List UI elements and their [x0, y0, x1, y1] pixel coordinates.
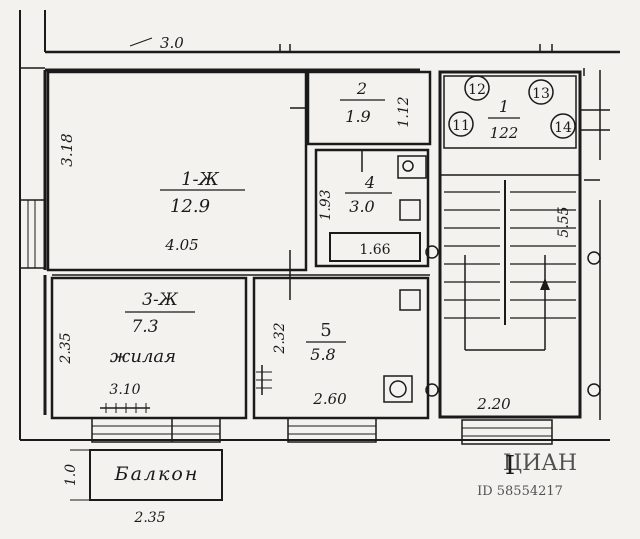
room-4-id: 4 [364, 173, 375, 192]
room-1 [46, 70, 308, 272]
balcony-label: Балкон [114, 463, 200, 485]
bottom-windows [91, 417, 553, 445]
stove-fixture [383, 375, 413, 403]
marker-12: 12 [468, 82, 486, 98]
room-3-height: 2.35 [58, 332, 74, 364]
room-2-id: 2 [356, 79, 367, 98]
stair-area: 122 [490, 124, 519, 142]
watermark-logo: ЦИАН [503, 451, 577, 476]
toilet-fixture [399, 199, 421, 221]
balcony-depth: 1.0 [63, 464, 79, 486]
balcony [70, 449, 223, 501]
room-4-width: 1.66 [359, 242, 390, 258]
stairwell [425, 68, 610, 420]
room-1-width: 4.05 [164, 236, 198, 254]
marker-13: 13 [532, 86, 550, 102]
sink-fixture [397, 155, 427, 179]
room-5-width: 2.60 [312, 390, 347, 408]
balcony-width: 2.35 [133, 510, 165, 526]
room-2-height: 1.12 [396, 96, 412, 127]
room-5-height: 2.32 [272, 322, 288, 354]
room-5-id: 5 [320, 320, 331, 341]
stair-arrow [540, 278, 550, 290]
stair-id: 1 [499, 97, 509, 116]
marker-11: 11 [452, 118, 470, 134]
room-3-area: 7.3 [131, 317, 158, 337]
room-3-label: жилая [110, 346, 176, 367]
room-3-id: 3-Ж [142, 290, 179, 310]
marker-14: 14 [554, 120, 572, 136]
watermark-id: ID 58554217 [477, 484, 563, 499]
room-4 [314, 148, 430, 268]
partition-ticks [100, 107, 363, 413]
outer-walls [19, 10, 620, 441]
room-4-height: 1.93 [318, 189, 334, 220]
kitchen-sink [399, 289, 421, 311]
room-5-area: 5.8 [310, 345, 335, 364]
outer-top-length: 3.0 [160, 34, 184, 52]
stair-steps-left [444, 191, 500, 319]
room-1-id: 1-Ж [181, 169, 220, 190]
stair-height: 5.55 [556, 206, 572, 237]
room-4-area: 3.0 [349, 197, 374, 216]
roman-numeral: I [505, 451, 515, 481]
stair-markers: 12 13 11 14 [448, 75, 576, 139]
room-3-width: 3.10 [109, 382, 140, 398]
stair-width: 2.20 [476, 395, 511, 413]
window-left [20, 199, 45, 269]
room-1-area: 12.9 [170, 196, 210, 217]
stair-steps-right [510, 191, 576, 319]
outer-left-height: 3.18 [58, 133, 76, 166]
room-2-area: 1.9 [345, 107, 370, 126]
